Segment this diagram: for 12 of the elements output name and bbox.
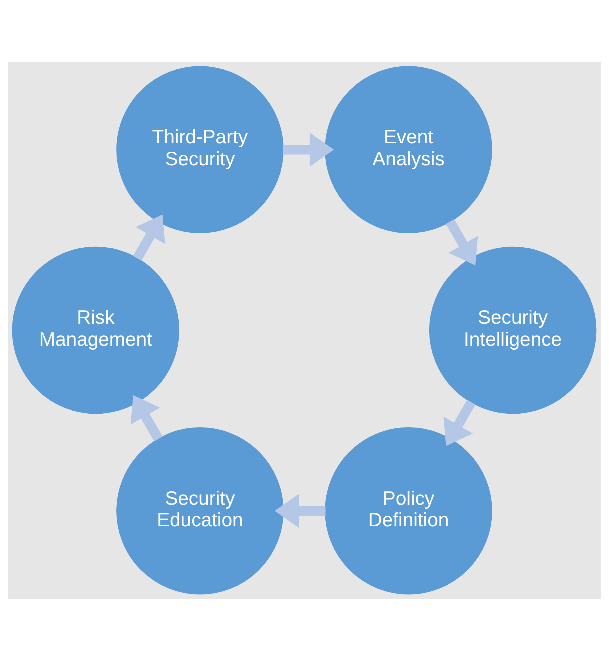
arrow <box>446 219 478 266</box>
node-circle: Third-Party Security <box>116 66 284 234</box>
arrow <box>274 494 326 528</box>
arrow <box>444 400 476 446</box>
arrow <box>283 132 334 167</box>
node-circle: Policy Definition <box>325 428 492 595</box>
arrow <box>130 395 163 442</box>
arrow <box>133 214 166 262</box>
node-circle: Security Intelligence <box>429 246 597 414</box>
node-circle: Risk Management <box>12 246 180 414</box>
node-circle: Event Analysis <box>325 66 492 234</box>
node-circle: Security Education <box>116 428 284 595</box>
